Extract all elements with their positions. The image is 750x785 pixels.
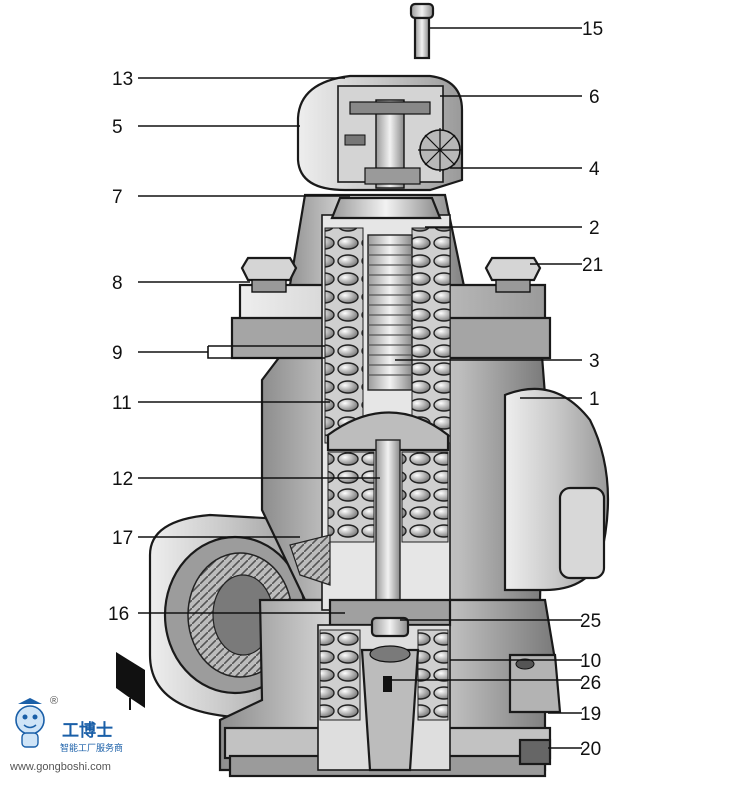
part-labels-left: 13 5 7 8 9 11 12 17 16 (108, 69, 133, 625)
part-label-20: 20 (580, 739, 601, 760)
mascot-logo (15, 698, 45, 748)
pilot-valve (370, 616, 410, 638)
part-label-1: 1 (589, 389, 600, 410)
flow-direction-arrow (116, 652, 145, 710)
leader-lines (138, 27, 582, 749)
registered-mark: ® (50, 695, 58, 707)
part-label-4: 4 (589, 159, 600, 180)
part-label-21: 21 (582, 255, 603, 276)
part-label-9: 9 (112, 343, 123, 364)
watermark-tagline: 智能工厂服务商 (60, 742, 123, 754)
part-label-16: 16 (108, 604, 129, 625)
part-label-19: 19 (580, 704, 601, 725)
part-label-12: 12 (112, 469, 133, 490)
part-label-10: 10 (580, 651, 601, 672)
part-label-7: 7 (112, 187, 123, 208)
watermark-url: www.gongboshi.com (9, 761, 111, 773)
flange-bolt-left (240, 256, 298, 293)
part-label-6: 6 (589, 87, 600, 108)
watermark-brand: 工博士 (62, 720, 113, 741)
part-label-5: 5 (112, 117, 123, 138)
part-label-13: 13 (112, 69, 133, 90)
watermark: ® 工博士 智能工厂服务商 www.gongboshi.com (9, 695, 123, 773)
flange-bolt-right (484, 256, 542, 293)
part-label-2: 2 (589, 218, 600, 239)
spring-chamber-section (289, 196, 452, 627)
part-label-15: 15 (582, 19, 603, 40)
part-label-8: 8 (112, 273, 123, 294)
part-label-25: 25 (580, 611, 601, 632)
part-label-11: 11 (112, 393, 132, 414)
part-label-3: 3 (589, 351, 600, 372)
part-labels-right: 15 6 4 2 21 3 1 25 10 26 19 20 (580, 19, 603, 760)
lower-spring-section (317, 616, 451, 772)
part-label-17: 17 (112, 528, 133, 549)
adjusting-cap (296, 74, 464, 192)
cap-screw (409, 2, 435, 60)
part-label-26: 26 (580, 673, 601, 694)
